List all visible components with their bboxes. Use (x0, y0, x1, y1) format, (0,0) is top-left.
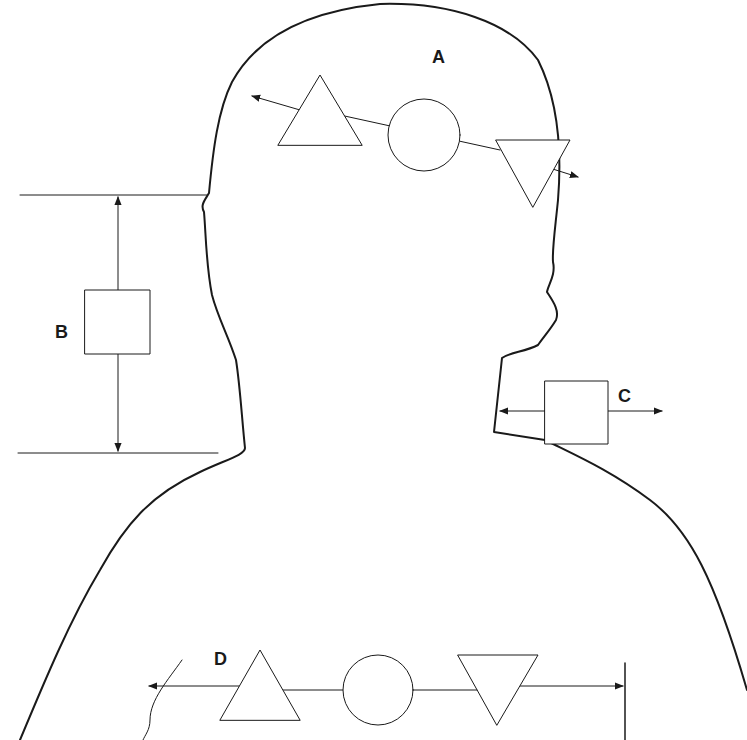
dimension-arrow (118, 197, 119, 290)
arrow-line (608, 411, 662, 412)
body-outline (20, 4, 747, 740)
callout-letter: D (214, 650, 227, 668)
arrow-line (252, 96, 300, 110)
circle-symbol (388, 99, 460, 171)
callout-letter: A (432, 48, 445, 66)
circle-symbol (343, 655, 413, 725)
triangle-up-symbol (220, 650, 300, 720)
arrow-line (149, 686, 240, 687)
square-symbol (545, 381, 608, 444)
dimension-line (20, 195, 207, 196)
callout-letter: C (618, 387, 631, 405)
triangle-down-symbol (496, 140, 570, 207)
arrow-line (520, 686, 623, 687)
callout-letter: B (55, 323, 68, 341)
arrow-line (500, 411, 545, 412)
chest-line (624, 663, 626, 740)
dimension-arrow (118, 354, 119, 451)
dimension-line (18, 453, 218, 454)
square-symbol (85, 290, 150, 354)
triangle-up-symbol (278, 75, 362, 145)
chest-line (143, 660, 182, 740)
triangle-down-symbol (458, 655, 538, 725)
